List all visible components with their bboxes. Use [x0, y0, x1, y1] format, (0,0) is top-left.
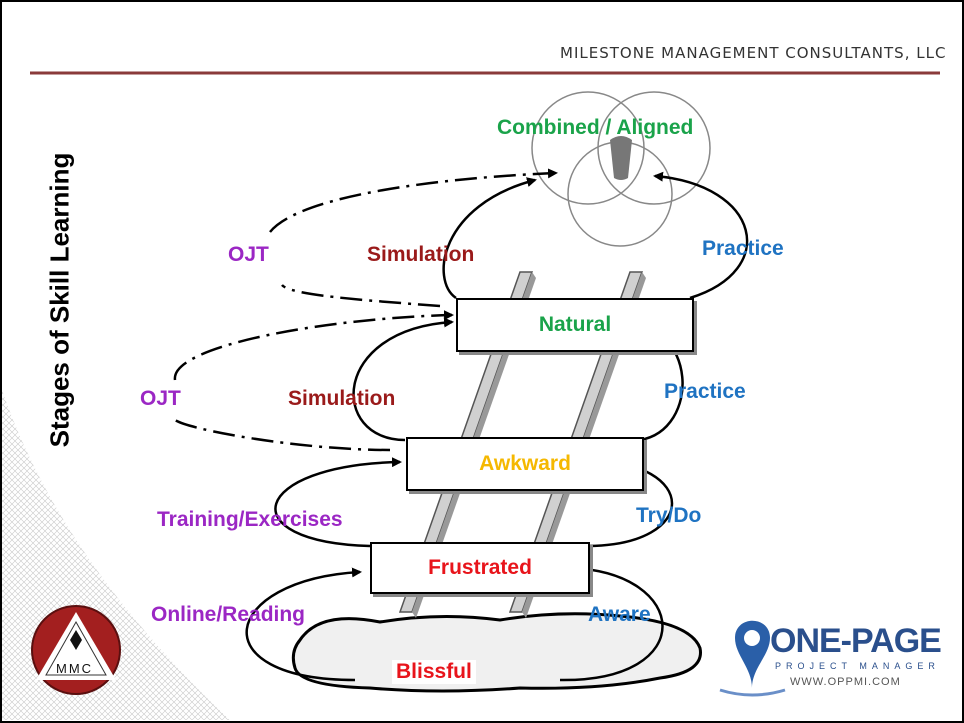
label-simulation-upper: Simulation [367, 243, 475, 266]
stage-natural: Natural [538, 313, 612, 336]
stage-blissful: Blissful [392, 660, 476, 684]
stage-combined: Combined / Aligned [497, 116, 694, 139]
stage-awkward-box: Awkward [406, 437, 644, 491]
label-practice-lower: Practice [664, 380, 746, 403]
mmc-logo-text: MMC [56, 661, 94, 676]
label-practice-upper: Practice [702, 237, 784, 260]
stage-natural-box: Natural [456, 298, 694, 352]
stage-frustrated-box: Frustrated [370, 542, 590, 594]
onepage-logo-sub: PROJECT MANAGER [775, 661, 940, 671]
label-ojt-upper: OJT [228, 243, 269, 266]
label-try-do: Try/Do [636, 504, 702, 527]
label-training: Training/Exercises [157, 508, 343, 531]
stage-awkward: Awkward [479, 452, 571, 475]
onepage-logo-url: WWW.OPPMI.COM [790, 676, 901, 688]
stage-frustrated: Frustrated [428, 556, 532, 579]
mmc-logo-icon [31, 605, 121, 695]
label-online-reading: Online/Reading [151, 603, 306, 626]
onepage-pin-icon [719, 620, 786, 697]
label-aware: Aware [588, 603, 651, 626]
firm-name: MILESTONE MANAGEMENT CONSULTANTS, LLC [560, 44, 947, 62]
page-title: Stages of Skill Learning [44, 152, 75, 448]
label-ojt-lower: OJT [140, 387, 181, 410]
venn-icon [531, 91, 711, 247]
label-simulation-lower: Simulation [288, 387, 396, 410]
onepage-logo-text: ONE-PAGE [770, 622, 942, 660]
